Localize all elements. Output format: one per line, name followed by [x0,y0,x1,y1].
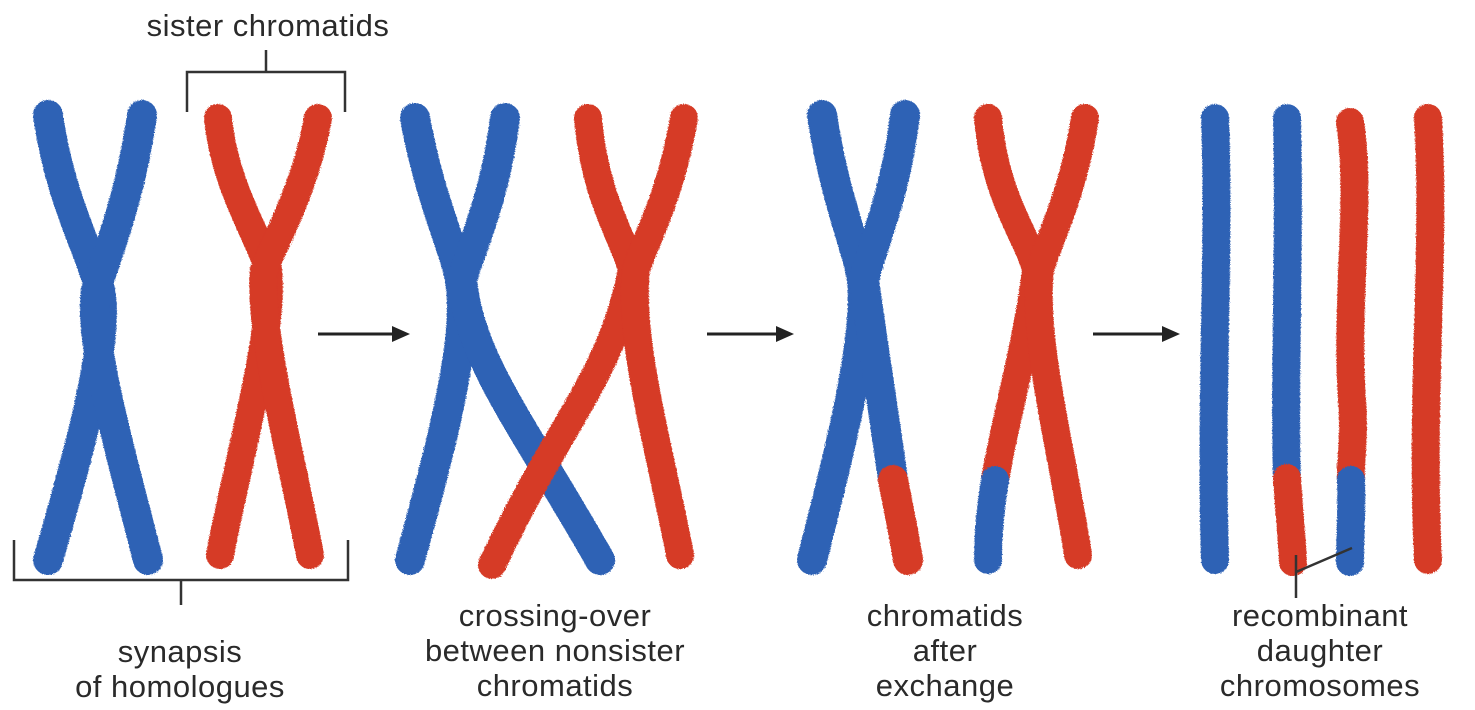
stage4-chromosomes [1214,118,1431,562]
stage1-blue-chromatid-2 [95,115,148,560]
stage2-blue-chromatid-1 [410,118,462,560]
stage1-red-chromatid-2 [263,118,318,555]
stage2-caption-line3: chromatids [355,668,755,703]
stage3-red-chromatid-4 [1039,118,1085,555]
sister-chromatids-text: sister chromatids [88,8,448,43]
stage2-caption: crossing-over between nonsister chromati… [355,598,755,703]
stage2-red-chromatid-2 [635,118,684,555]
stage1-red-chromosome [218,118,318,555]
stage1-caption: synapsis of homologues [0,634,360,704]
stage2-chromosomes [410,118,684,565]
stage4-red-chromatid-2-lower [1287,478,1293,562]
stage4-blue-chromatid-2-upper [1286,118,1288,478]
stage3-blue-chromatid-1 [812,115,863,560]
stage3-chromosomes [812,115,1085,560]
stage4-caption-line2: daughter [1165,633,1475,668]
stage3-caption-line2: after [795,633,1095,668]
stage4-caption-line3: chromosomes [1165,668,1475,703]
stage2-caption-line2: between nonsister [355,633,755,668]
right-arrow-icon [318,326,410,342]
stage3-caption-line1: chromatids [795,598,1095,633]
stage4-caption-line1: recombinant [1165,598,1475,633]
stage4-red-chromatid-4 [1426,118,1431,560]
stage1-blue-chromosome [48,115,148,560]
stage2-caption-line1: crossing-over [355,598,755,633]
sister-chromatids-label: sister chromatids [88,8,448,43]
right-arrow-icon [707,326,794,342]
stage3-caption-line3: exchange [795,668,1095,703]
stage4-blue-chromatid-1 [1214,118,1217,560]
stage3-red-chromatid-2-lower [893,480,908,560]
stage3-caption: chromatids after exchange [795,598,1095,703]
right-arrow-icon [1093,326,1180,342]
stage1-caption-line2: of homologues [0,669,360,704]
stage3-blue-chromatid-3-lower [988,480,995,560]
sister-chromatids-bracket [187,50,345,112]
stage3-blue-chromatid-2-upper [864,115,905,480]
stage4-caption: recombinant daughter chromosomes [1165,598,1475,703]
stage1-caption-line1: synapsis [0,634,360,669]
stage4-red-chromatid-3-upper [1350,122,1354,480]
